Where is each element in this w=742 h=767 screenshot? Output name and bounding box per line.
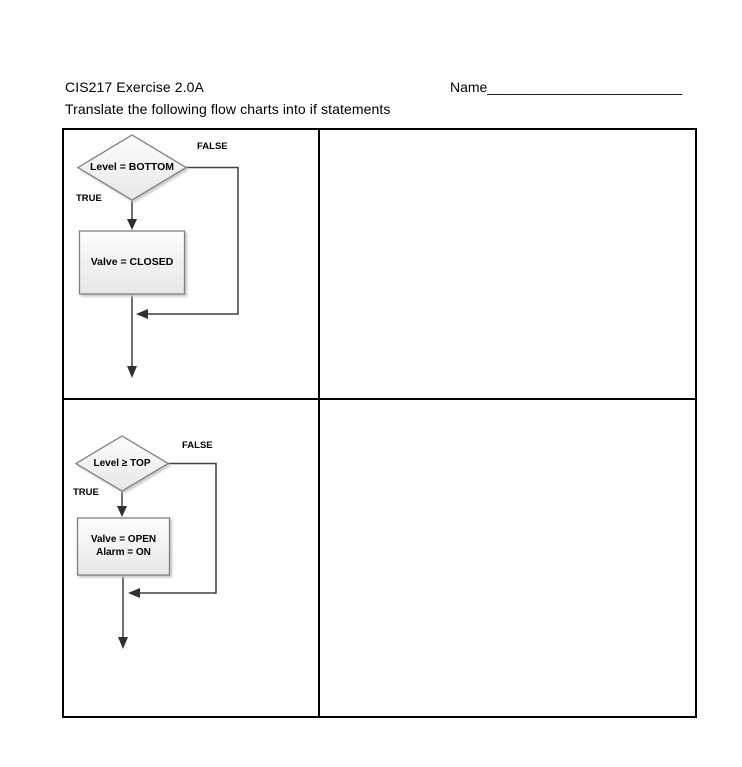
name-label: Name — [450, 79, 488, 95]
decision-condition-label: Level = BOTTOM — [89, 161, 175, 173]
name-blank-underline: _________________________ — [487, 79, 683, 95]
process-action-label: Valve = CLOSED — [90, 256, 174, 268]
cell-answer-2 — [320, 400, 695, 716]
process-action-line-2: Alarm = ON — [96, 547, 151, 558]
true-branch-label: TRUE — [73, 487, 99, 498]
process-action-label: Valve = OPEN Alarm = ON — [77, 533, 170, 559]
process-action-line-1: Valve = OPEN — [90, 534, 157, 545]
instruction-text: Translate the following flow charts into… — [65, 101, 391, 117]
true-branch-label: TRUE — [76, 193, 102, 204]
cell-answer-1 — [320, 130, 695, 398]
table-horizontal-divider — [64, 398, 695, 400]
decision-condition-label: Level ≥ TOP — [93, 458, 151, 469]
answer-table — [62, 128, 697, 718]
false-branch-label: FALSE — [197, 141, 228, 152]
document-title: CIS217 Exercise 2.0A — [65, 79, 204, 95]
false-branch-label: FALSE — [182, 440, 213, 451]
name-field: Name_________________________ — [450, 79, 682, 95]
table-vertical-divider — [318, 130, 320, 716]
